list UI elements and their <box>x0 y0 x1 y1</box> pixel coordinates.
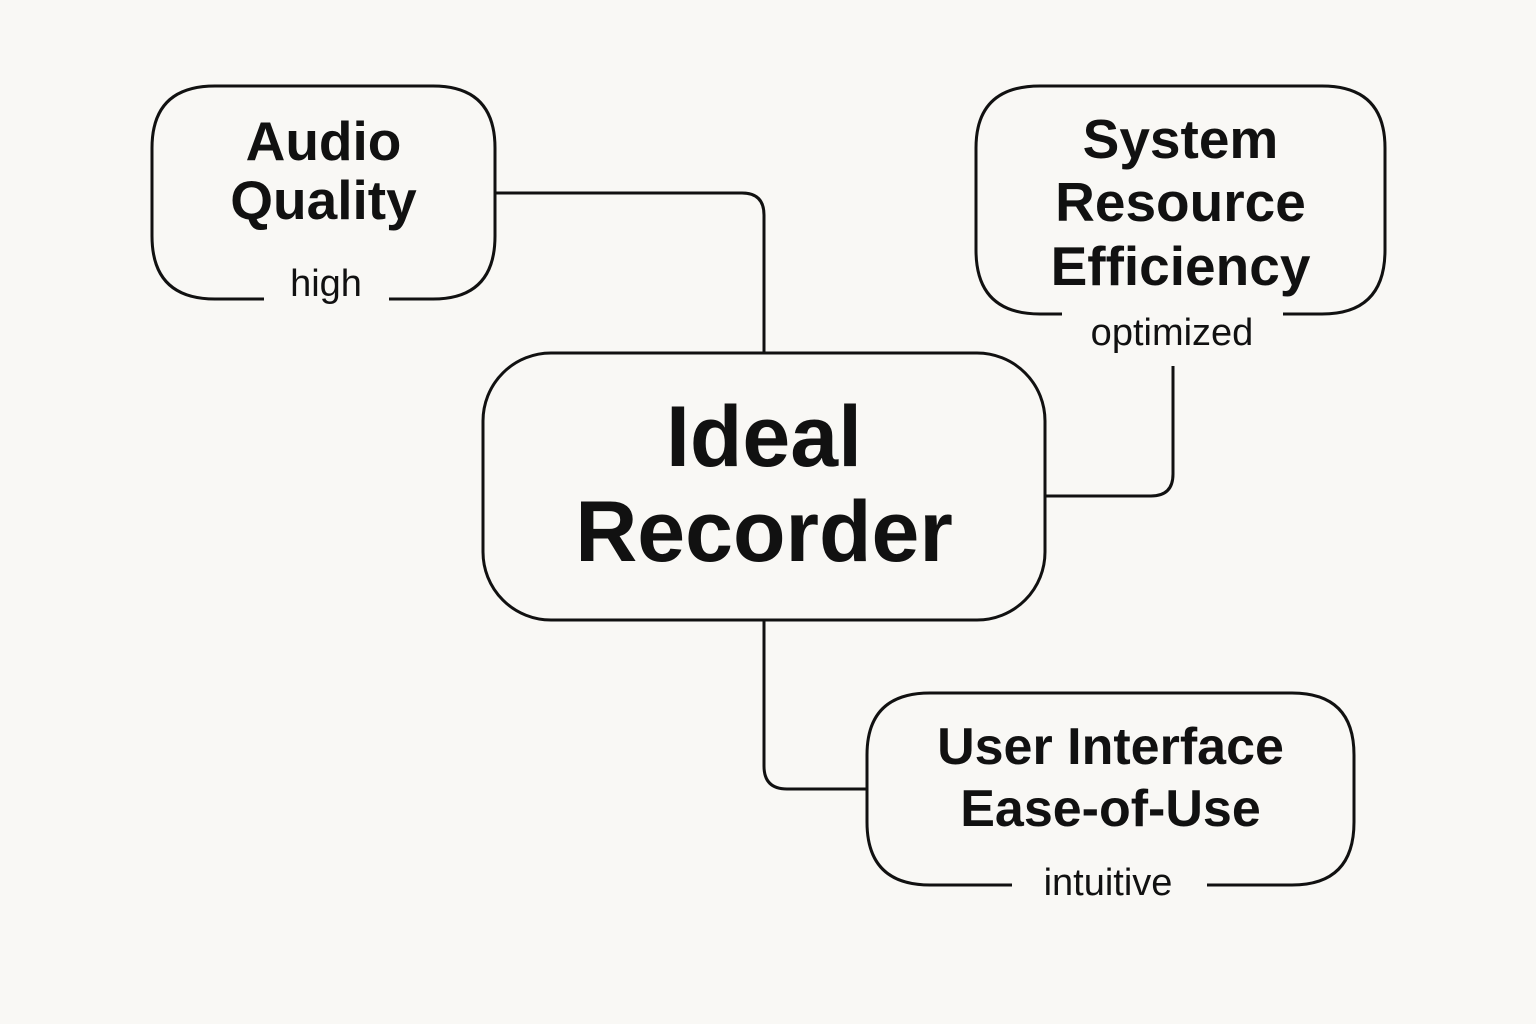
node-box-user-interface-ease-of-use <box>865 691 1356 887</box>
edge-center-to-audio-quality <box>496 191 766 353</box>
node-title-line: Audio <box>245 110 402 172</box>
center-title-line: Recorder <box>575 483 953 580</box>
center-title-line: Ideal <box>666 389 862 485</box>
node-title-line: Quality <box>230 169 417 232</box>
node-value-system-resource-efficiency: optimized <box>1076 312 1268 355</box>
node-box-system-resource-efficiency <box>974 84 1387 316</box>
node-value-audio-quality: high <box>276 263 376 306</box>
node-title-line: User Interface <box>937 718 1284 776</box>
node-title-line: Ease-of-Use <box>960 780 1261 839</box>
node-title-line: System <box>1082 108 1279 170</box>
node-title-line: Efficiency <box>1050 234 1311 297</box>
node-title-system-resource-efficiency: System Resource Efficiency <box>976 108 1385 298</box>
node-box-audio-quality <box>150 84 497 301</box>
node-title-user-interface-ease-of-use: User Interface Ease-of-Use <box>867 716 1354 841</box>
edge-center-to-system-resource-efficiency <box>1045 366 1175 498</box>
node-value-user-interface-ease-of-use: intuitive <box>1029 862 1187 905</box>
node-title-audio-quality: Audio Quality <box>152 110 495 232</box>
node-title-line: Resource <box>1055 171 1306 234</box>
center-node-title: Ideal Recorder <box>483 390 1045 579</box>
edge-center-to-user-interface-ease-of-use <box>762 620 867 791</box>
